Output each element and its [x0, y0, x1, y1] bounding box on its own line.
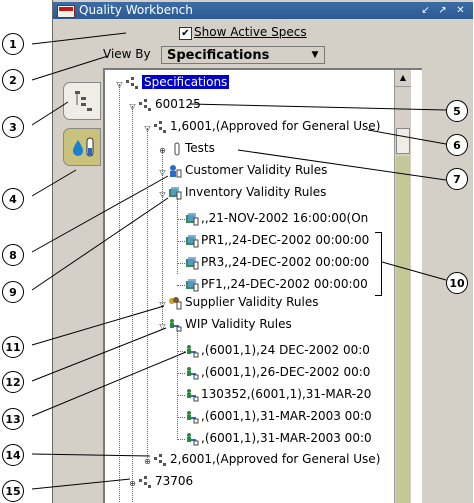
inventory-icon: [186, 279, 199, 292]
quality-workbench-window: Quality Workbench ↙ ↗ ✕ ✔ Show Active Sp…: [52, 0, 473, 503]
supplier-icon: [169, 297, 182, 310]
tree-node-wip-rules[interactable]: WIP Validity Rules: [185, 317, 292, 331]
customer-icon: [170, 165, 182, 178]
view-by-value: Specifications: [167, 48, 270, 63]
expand-toggle-icon[interactable]: ⊕: [129, 479, 136, 488]
tree-node-customer-rules[interactable]: Customer Validity Rules: [185, 163, 328, 177]
callout-1: 1: [2, 33, 24, 55]
callout-14: 14: [2, 444, 24, 466]
scrollbar-thumb[interactable]: [396, 128, 410, 154]
minimize-icon[interactable]: ↙: [421, 5, 430, 16]
collapse-toggle-icon[interactable]: ▽: [159, 190, 166, 199]
callout-2: 2: [2, 69, 24, 91]
wip-icon: [187, 411, 199, 424]
callout-5: 5: [446, 100, 468, 122]
tree-node-specifications[interactable]: Specifications: [142, 75, 230, 89]
item-tree-icon: [154, 121, 166, 133]
callout-13: 13: [2, 408, 24, 430]
tree-node-item[interactable]: 73706: [155, 474, 194, 488]
inventory-icon: [186, 213, 199, 226]
item-tree-icon: [126, 77, 138, 89]
collapse-toggle-icon[interactable]: ▽: [129, 102, 136, 111]
view-by-select[interactable]: Specifications ▼: [161, 46, 325, 64]
tree-node-wip-rule[interactable]: ,(6001,1),24 DEC-2002 00:0: [201, 343, 370, 357]
show-active-specs-checkbox[interactable]: ✔: [179, 27, 192, 40]
tree-node-supplier-rules[interactable]: Supplier Validity Rules: [185, 295, 319, 309]
inventory-icon: [186, 235, 199, 248]
tree-node-inventory-rule[interactable]: ,,21-NOV-2002 16:00:00(On: [201, 211, 369, 225]
collapse-toggle-icon[interactable]: ▽: [159, 168, 166, 177]
tree-node-tests[interactable]: Tests: [185, 141, 215, 155]
tree-node-inventory-rule[interactable]: PF1,,24-DEC-2002 00:00:00: [201, 277, 368, 291]
collapse-toggle-icon[interactable]: ▽: [159, 322, 166, 331]
tree-node-wip-rule[interactable]: ,(6001,1),26-DEC-2002 00:0: [201, 365, 371, 379]
callout-10: 10: [446, 272, 468, 294]
tree-view-icon: [75, 91, 92, 111]
wip-icon: [187, 367, 199, 380]
wip-icon: [170, 319, 182, 332]
tree-node-spec[interactable]: 2,6001,(Approved for General Use): [170, 452, 381, 466]
specification-tree[interactable]: ▽ Specifications ▽ 600125 ▽ 1,6001,(Appr…: [103, 68, 422, 503]
inventory-icon: [169, 187, 182, 200]
scrollbar-track[interactable]: [396, 156, 410, 503]
tree-node-wip-rule[interactable]: ,(6001,1),31-MAR-2003 00:0: [201, 409, 372, 423]
callout-3: 3: [2, 116, 24, 138]
drop-test-tube-icon: [73, 137, 94, 157]
item-tree-icon: [154, 454, 166, 466]
expand-toggle-icon[interactable]: ⊕: [144, 457, 151, 466]
callout-11: 11: [2, 336, 24, 358]
vertical-scrollbar[interactable]: ▲: [394, 70, 411, 503]
title-bar: Quality Workbench ↙ ↗ ✕: [53, 2, 473, 19]
tab-results-view[interactable]: [63, 128, 101, 166]
callout-9: 9: [2, 281, 24, 303]
callout-8: 8: [2, 244, 24, 266]
tree-node-inventory-rule[interactable]: PR3,,24-DEC-2002 00:00:00: [201, 255, 370, 269]
chevron-down-icon: ▼: [311, 50, 319, 60]
expand-toggle-icon[interactable]: ⊕: [159, 146, 166, 155]
callout-6: 6: [446, 134, 468, 156]
maximize-icon[interactable]: ↗: [438, 5, 447, 16]
scroll-up-icon[interactable]: ▲: [395, 70, 411, 87]
close-icon[interactable]: ✕: [456, 5, 465, 16]
oracle-logo-icon: [57, 5, 75, 18]
tree-node-item[interactable]: 600125: [155, 97, 201, 111]
test-tube-icon: [174, 142, 180, 156]
tree-node-wip-rule[interactable]: ,(6001,1),31-MAR-2003 00:0: [201, 431, 372, 445]
callout-15: 15: [2, 480, 24, 502]
collapse-toggle-icon[interactable]: ▽: [144, 124, 151, 133]
tab-tree-view[interactable]: [63, 82, 101, 120]
show-active-specs-label: Show Active Specs: [194, 25, 307, 39]
item-tree-icon: [139, 476, 151, 488]
callout-7: 7: [446, 168, 468, 190]
tree-node-inventory-rules[interactable]: Inventory Validity Rules: [185, 185, 327, 199]
wip-icon: [187, 345, 199, 358]
wip-icon: [187, 389, 199, 402]
callout-12: 12: [2, 371, 24, 393]
inventory-icon: [186, 257, 199, 270]
view-by-label: View By: [103, 47, 151, 61]
inventory-rules-bracket: [375, 232, 382, 296]
collapse-toggle-icon[interactable]: ▽: [116, 80, 123, 89]
callout-4: 4: [2, 188, 24, 210]
collapse-toggle-icon[interactable]: ▽: [159, 300, 166, 309]
window-title: Quality Workbench: [79, 3, 193, 17]
tree-node-inventory-rule[interactable]: PR1,,24-DEC-2002 00:00:00: [201, 233, 370, 247]
tree-node-wip-rule[interactable]: 130352,(6001,1),31-MAR-20: [201, 387, 372, 401]
wip-icon: [187, 433, 199, 446]
tree-node-spec[interactable]: 1,6001,(Approved for General Use): [170, 119, 381, 133]
item-tree-icon: [139, 99, 151, 111]
